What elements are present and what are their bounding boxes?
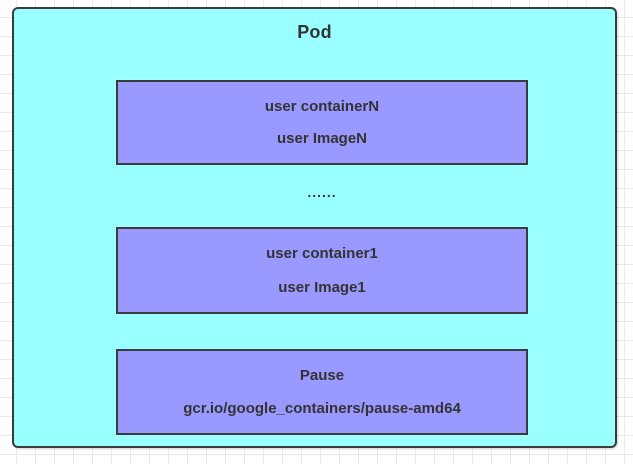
- pod-title: Pod: [297, 22, 332, 42]
- container-box-1[interactable]: user container1 user Image1: [116, 227, 528, 314]
- container-1-image-label: user Image1: [278, 278, 366, 296]
- pod-shape[interactable]: Pod user containerN user ImageN ...... u…: [12, 7, 617, 448]
- pause-name-label: Pause: [299, 367, 345, 384]
- container-1-name-label: user container1: [266, 245, 378, 263]
- container-n-image-label: user ImageN: [276, 130, 368, 148]
- ellipsis-text[interactable]: ......: [307, 184, 337, 200]
- container-box-pause[interactable]: Pause gcr.io/google_containers/pause-amd…: [116, 349, 528, 435]
- container-n-name-label: user containerN: [264, 97, 380, 115]
- pause-image-label: gcr.io/google_containers/pause-amd64: [183, 400, 461, 417]
- container-box-n[interactable]: user containerN user ImageN: [116, 80, 528, 165]
